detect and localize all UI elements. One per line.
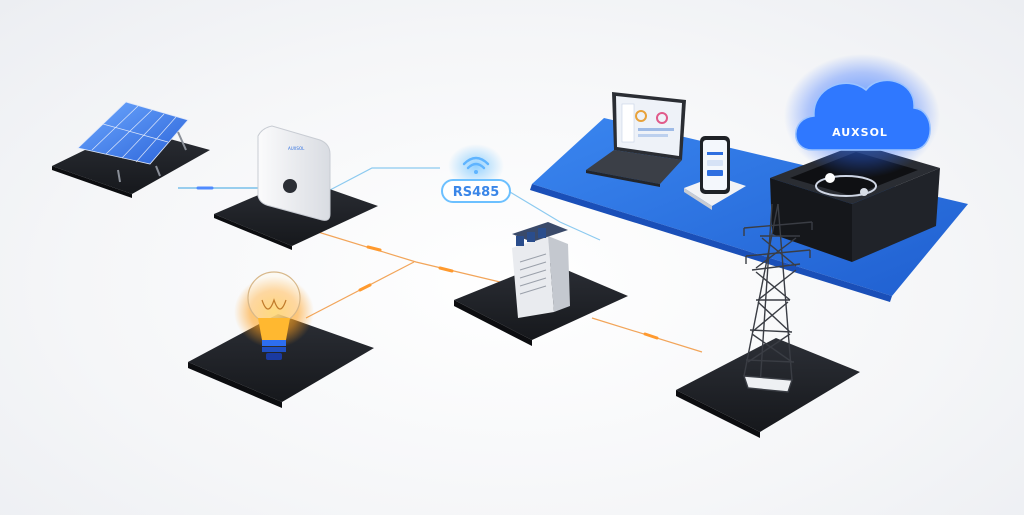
inverter-icon: AUXSOL — [257, 125, 331, 221]
grid-node — [676, 203, 860, 438]
rs485-label: RS485 — [453, 185, 500, 200]
smart-meter-icon — [512, 222, 570, 318]
solar-pad — [52, 128, 210, 194]
laptop-icon — [586, 92, 686, 187]
load-node — [188, 271, 374, 408]
connection-lines — [178, 167, 703, 353]
svg-text:AUXSOL: AUXSOL — [288, 146, 305, 151]
power-flow-3 — [358, 283, 372, 292]
lightbulb-icon — [234, 271, 314, 360]
transmission-tower-icon — [743, 203, 813, 393]
power-flow-4 — [643, 332, 659, 340]
power-flow-1 — [366, 245, 382, 252]
rs485-meter-link — [509, 191, 601, 241]
inverter-node: AUXSOL — [214, 125, 378, 250]
phone-icon — [684, 136, 746, 210]
rs485-badge — [441, 179, 511, 203]
brand-logo: AUXSOL — [832, 126, 888, 139]
inverter-meter-power — [317, 231, 501, 283]
rs485-bus: RS485 — [441, 144, 511, 203]
wifi-icon — [462, 156, 490, 174]
solar-node — [52, 101, 210, 198]
meter-node — [454, 222, 628, 346]
cloud-icon: AUXSOL — [784, 54, 940, 178]
inverter-rs485-link — [329, 167, 440, 191]
solar-panel-icon — [77, 101, 189, 183]
power-flow-2 — [438, 266, 454, 273]
